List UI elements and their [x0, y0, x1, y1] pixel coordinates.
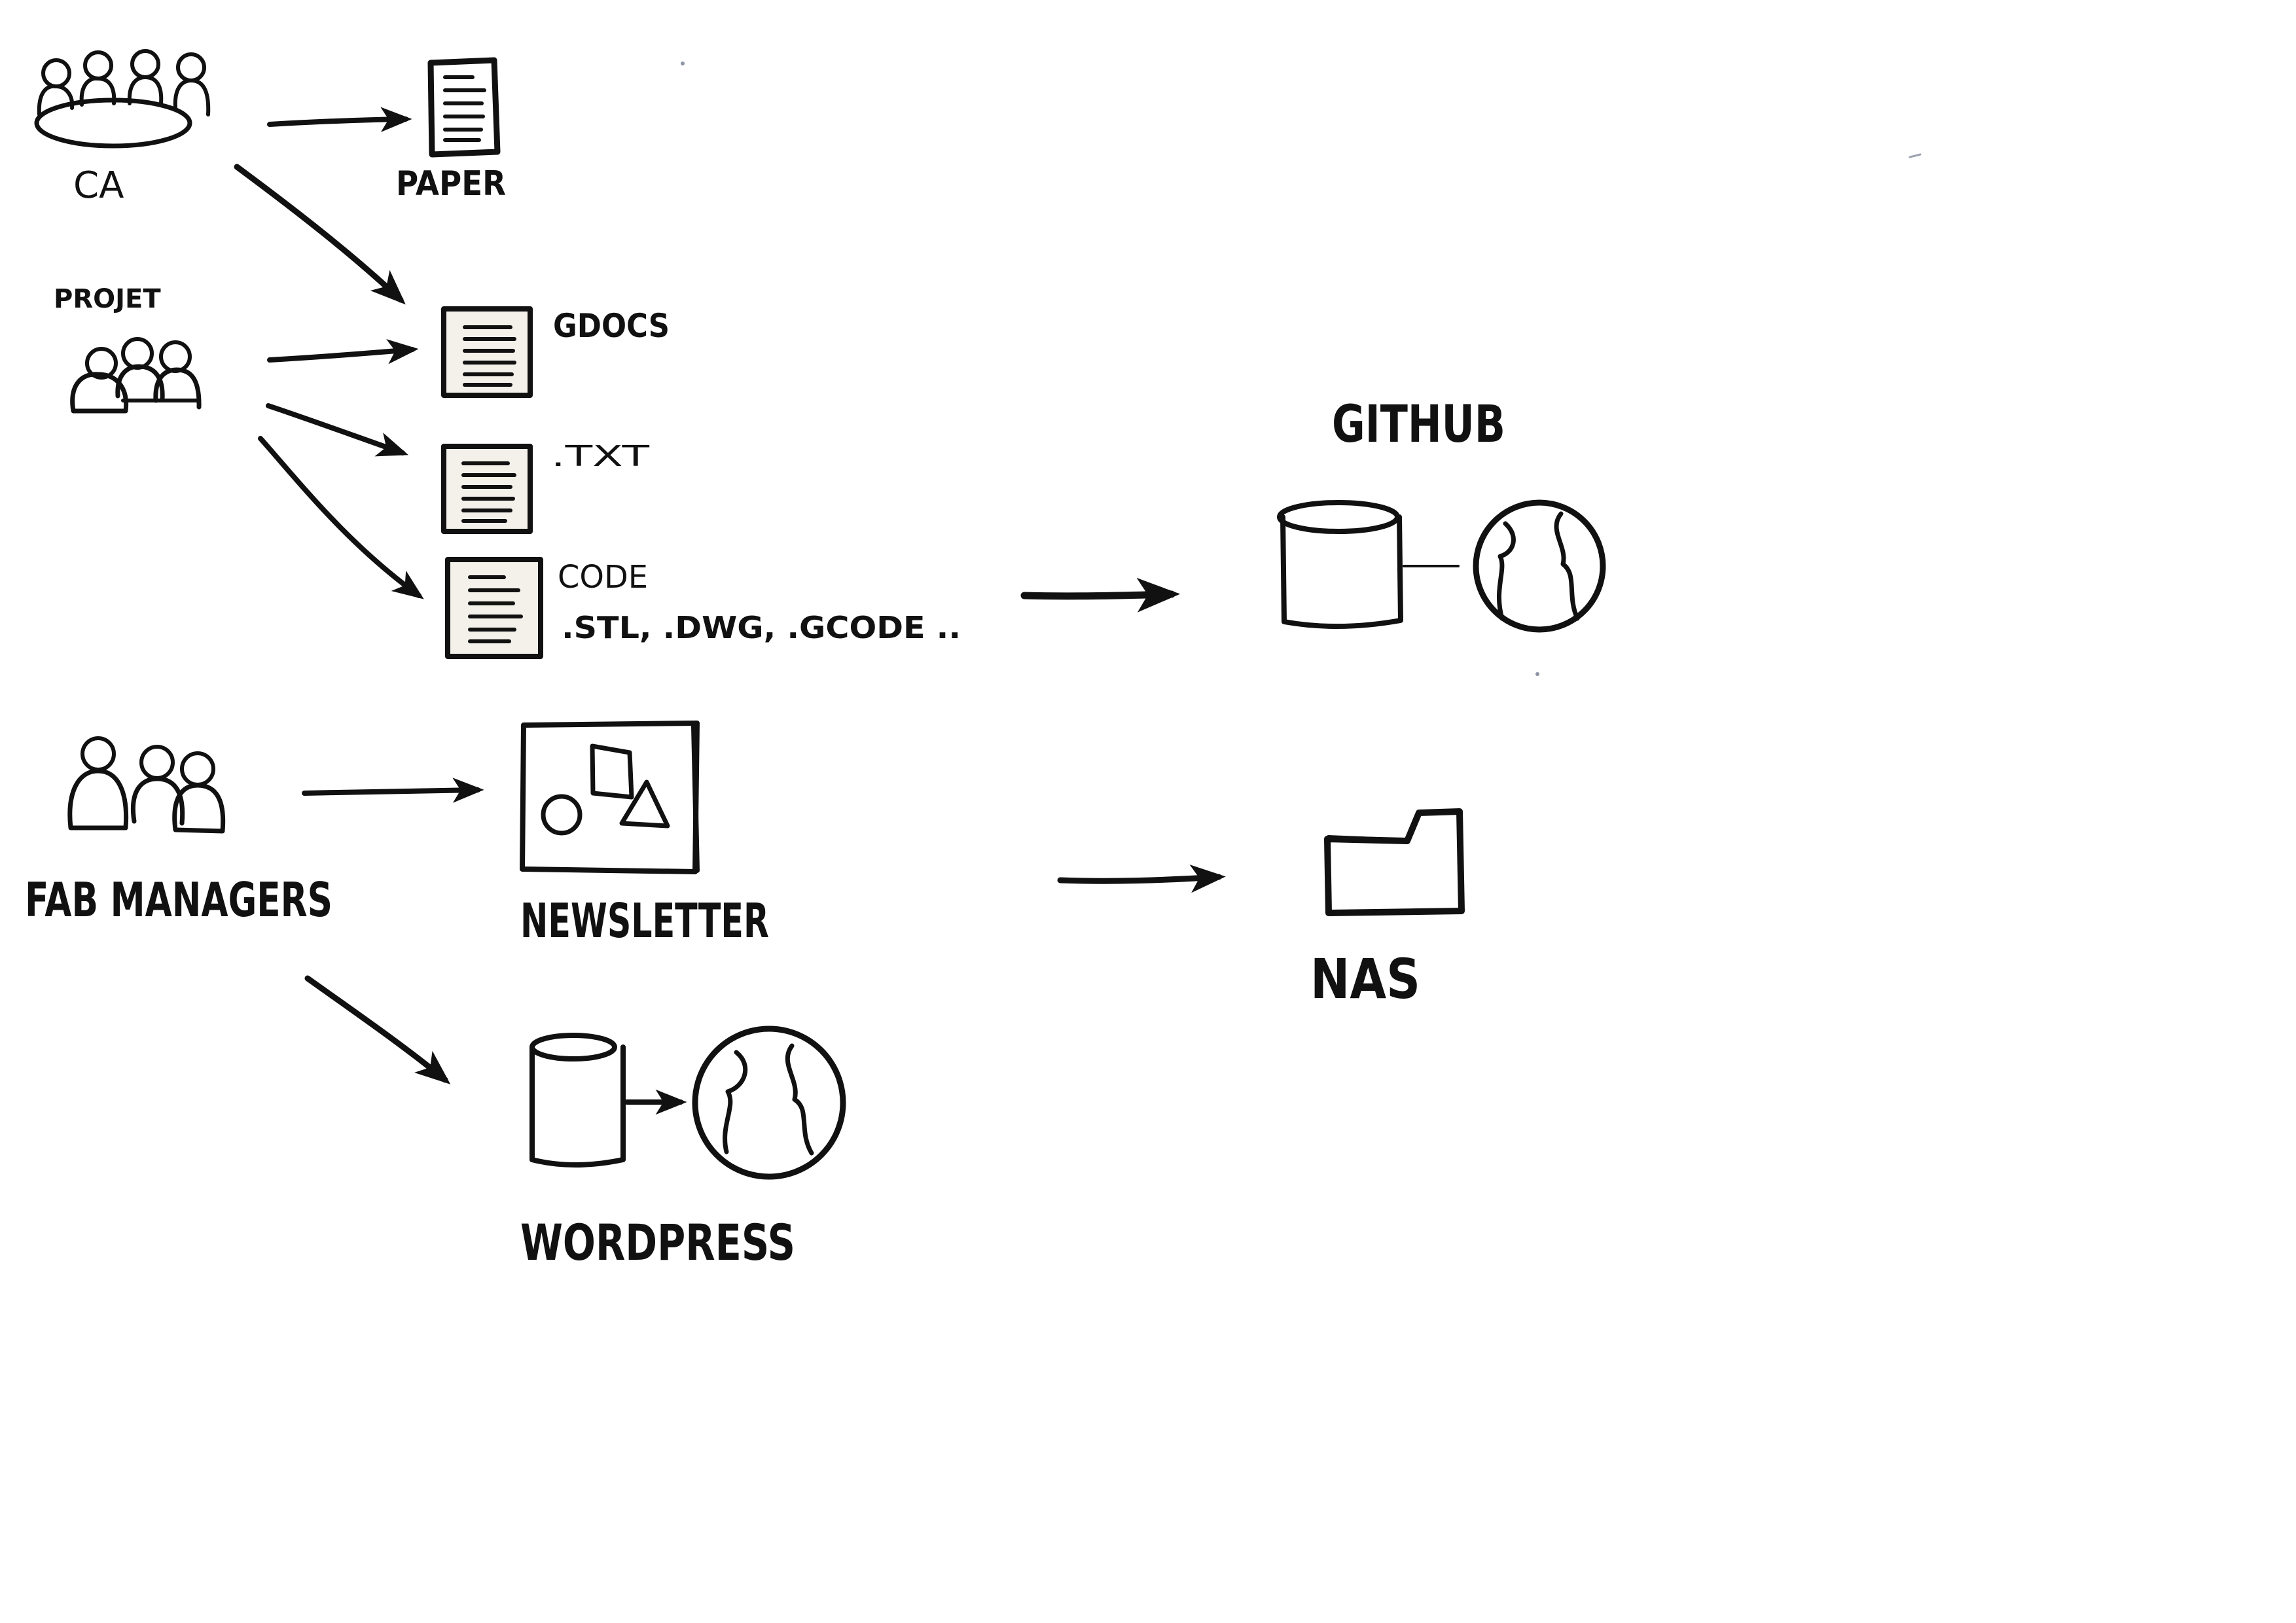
nas-label: NAS: [1310, 947, 1420, 1011]
meeting-table-icon: [34, 49, 211, 149]
newsletter-document: NEWSLETTER: [520, 721, 769, 948]
arrow-projet-to-gdocs: [267, 339, 419, 365]
connector-arrows: [234, 107, 1226, 1084]
database-icon: [529, 1033, 626, 1168]
team-icon: [70, 337, 202, 414]
arrow-projet-to-txt: [266, 403, 409, 457]
globe-icon: [1473, 499, 1606, 633]
fab-managers-group: FAB MANAGERS: [25, 736, 332, 927]
arrow-ca-to-paper: [267, 107, 412, 132]
team-icon: [67, 736, 226, 834]
gdocs-label: GDOCS: [553, 307, 670, 345]
code-label: CODE: [558, 559, 648, 596]
paper-label: PAPER: [396, 164, 506, 204]
folder-icon: [1324, 808, 1465, 916]
arrow-fab-managers-to-newsletter: [302, 777, 484, 803]
projet-group: PROJET: [54, 284, 202, 414]
newsletter-label: NEWSLETTER: [520, 893, 769, 948]
txt-document: .TXT: [441, 440, 649, 534]
arrow-code-to-github: [1020, 577, 1181, 613]
paper-document: PAPER: [396, 57, 506, 204]
code-formats-label: .STL, .DWG, .GCODE ..: [562, 610, 961, 645]
github-label: GITHUB: [1332, 395, 1505, 454]
txt-label: .TXT: [551, 440, 649, 473]
gdocs-document: GDOCS: [441, 306, 670, 398]
projet-label: PROJET: [54, 284, 161, 314]
arrow-projet-to-code: [258, 436, 424, 599]
ca-group: CA: [34, 49, 211, 207]
wordpress-node: WORDPRESS: [520, 1026, 846, 1272]
fab-managers-label: FAB MANAGERS: [25, 872, 332, 927]
wordpress-label: WORDPRESS: [520, 1213, 795, 1272]
github-node: GITHUB: [1277, 395, 1606, 633]
ca-label: CA: [73, 164, 124, 207]
code-document: CODE .STL, .DWG, .GCODE ..: [445, 557, 961, 659]
arrow-newsletter-to-nas: [1057, 865, 1226, 893]
arrow-ca-to-gdocs: [234, 164, 406, 305]
globe-icon: [692, 1026, 846, 1180]
nas-node: NAS: [1310, 808, 1465, 1011]
arrow-fab-managers-to-wordpress: [304, 975, 451, 1084]
database-icon: [1277, 500, 1403, 629]
